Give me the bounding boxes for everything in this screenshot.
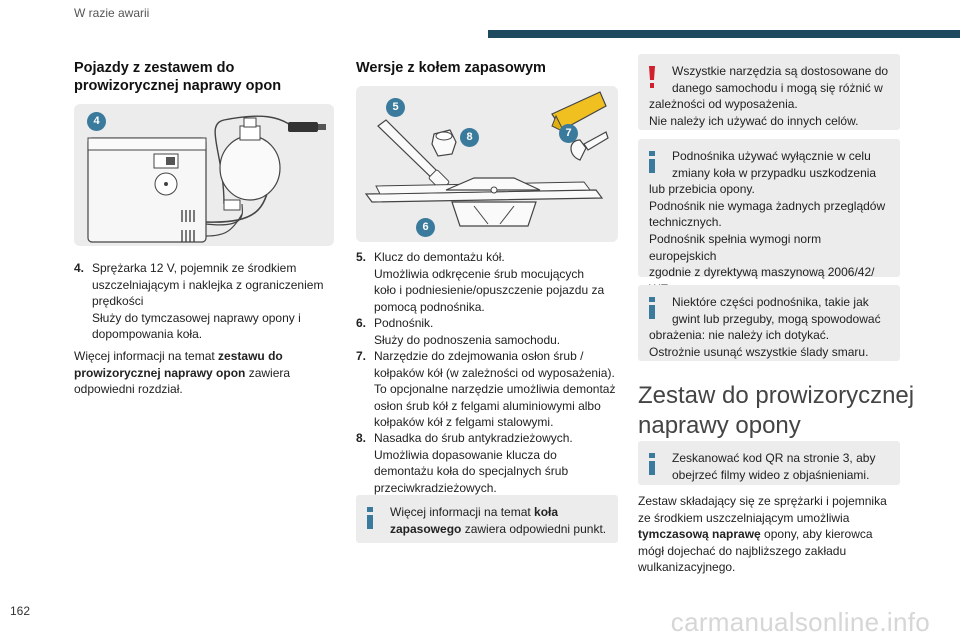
item-5-line-2: Umożliwia odkręcenie śrub mocujących xyxy=(374,266,585,281)
jack-info-line-1: Podnośnika używać wyłącznie w celu xyxy=(672,149,871,163)
figure-badge-5: 5 xyxy=(386,98,405,117)
section-title-line-1: Zestaw do prowizorycznej xyxy=(638,382,915,409)
info-icon xyxy=(367,507,373,529)
note-l2-bold: zapasowego xyxy=(390,521,462,536)
jack-caution-line-3: obrażenia: nie należy ich dotykać. xyxy=(649,328,830,343)
figure-badge-4: 4 xyxy=(87,112,106,131)
left-para-l1-pre: Więcej informacji na temat xyxy=(74,349,219,363)
jack-info-line-5: technicznych. xyxy=(649,215,722,230)
left-para-l1-bold: zestawu do xyxy=(218,349,283,363)
list-item-6: 6. Podnośnik. Służy do podnoszenia samoc… xyxy=(356,315,622,348)
figure-badge-8: 8 xyxy=(460,128,479,147)
right-para-l3-post: opony, aby kierowca xyxy=(760,527,873,542)
item-5-line-4: pomocą podnośnika. xyxy=(374,299,485,314)
warning-box: Wszystkie narzędzia są dostosowane do da… xyxy=(638,54,900,130)
spare-wheel-note: Więcej informacji na temat koła zapasowe… xyxy=(356,495,618,543)
right-para-l5: wulkanizacyjnego. xyxy=(638,560,736,575)
jack-info-line-3: lub przebicia opony. xyxy=(649,182,755,197)
item-number: 7. xyxy=(356,349,367,363)
qr-info-line-2: obejrzeć filmy wideo z objaśnieniami. xyxy=(672,467,870,482)
item-8-line-1: Nasadka do śrub antykradzieżowych. xyxy=(374,431,573,445)
running-header: W razie awarii xyxy=(74,6,150,20)
item-8-line-3: demontażu koła do specjalnych śrub xyxy=(374,464,569,479)
jack-info-line-7: zgodnie z dyrektywą maszynową 2006/42/ xyxy=(649,265,875,280)
info-icon xyxy=(649,453,655,475)
page-number: 162 xyxy=(10,604,31,618)
note-l1-bold: koła xyxy=(534,505,559,519)
item-6-line-2: Służy do podnoszenia samochodu. xyxy=(374,332,561,347)
jack-info-box: Podnośnika używać wyłącznie w celu zmian… xyxy=(638,139,900,296)
warning-line-3: zależności od wyposażenia. xyxy=(649,97,798,112)
jack-info-line-2: zmiany koła w przypadku uszkodzenia xyxy=(672,165,877,180)
right-paragraph: Zestaw składający się ze sprężarki i poj… xyxy=(638,493,908,576)
warning-line-1: Wszystkie narzędzia są dostosowane do xyxy=(672,64,889,78)
section-title: Zestaw do prowizorycznej naprawy opony xyxy=(638,381,928,441)
list-item-4: 4. Sprężarka 12 V, pojemnik ze środkiem … xyxy=(74,260,344,343)
info-icon xyxy=(649,297,655,319)
item-number: 8. xyxy=(356,431,367,445)
item-7-line-5: kołpaków kół z felgami stalowymi. xyxy=(374,415,554,430)
item-7-line-1: Narzędzie do zdejmowania osłon śrub / xyxy=(374,349,584,363)
jack-info-line-4: Podnośnik nie wymaga żadnych przeglądów xyxy=(649,198,886,213)
left-para-l3: odpowiedni rozdział. xyxy=(74,382,183,397)
jack-caution-line-4: Ostrożnie usunąć wszystkie ślady smaru. xyxy=(649,344,869,359)
item-5-line-1: Klucz do demontażu kół. xyxy=(374,250,505,264)
left-heading: Pojazdy z zestawem do prowizorycznej nap… xyxy=(74,59,281,95)
item-4-line-5: dopompowania koła. xyxy=(92,327,203,342)
jack-caution-line-1: Niektóre części podnośnika, takie jak xyxy=(672,295,869,309)
jack-caution-line-2: gwint lub przeguby, mogą spowodować xyxy=(672,311,881,326)
right-para-l3-bold: tymczasową naprawę xyxy=(638,527,761,542)
right-para-l2: ze środkiem uszczelniającym umożliwia xyxy=(638,510,850,525)
left-heading-line-2: prowizorycznej naprawy opon xyxy=(74,78,282,94)
item-6-line-1: Podnośnik. xyxy=(374,316,434,330)
left-para-l2-post: zawiera xyxy=(245,365,291,380)
watermark: carmanualsonline.info xyxy=(670,607,930,637)
figure-badge-6: 6 xyxy=(416,218,435,237)
item-8-line-4: przeciwkradzieżowych. xyxy=(374,480,497,495)
right-para-l4: mógł dojechać do najbliższego zakładu xyxy=(638,543,847,558)
item-7-line-3: To opcjonalne narzędzie umożliwia demont… xyxy=(374,382,616,397)
tools-illustration xyxy=(364,91,609,227)
left-heading-line-1: Pojazdy z zestawem do xyxy=(74,60,235,76)
compressor-figure: 4 xyxy=(74,104,334,246)
note-l2-post: zawiera odpowiedni punkt. xyxy=(461,521,607,536)
item-8-line-2: Umożliwia dopasowanie klucza do xyxy=(374,447,557,462)
item-7-line-4: osłon śrub kół z felgami aluminiowymi al… xyxy=(374,398,601,413)
left-paragraph: Więcej informacji na temat zestawu do pr… xyxy=(74,348,344,398)
jack-caution-box: Niektóre części podnośnika, takie jak gw… xyxy=(638,285,900,361)
item-4-line-4: Służy do tymczasowej naprawy opony i xyxy=(92,310,301,325)
middle-heading: Wersje z kołem zapasowym xyxy=(356,60,546,76)
header-accent-bar xyxy=(488,30,960,38)
note-l1-pre: Więcej informacji na temat xyxy=(390,505,535,519)
item-4-line-2: uszczelniającym i naklejka z ograniczeni… xyxy=(92,277,324,292)
section-title-line-2: naprawy opony xyxy=(638,412,801,439)
warning-icon xyxy=(649,66,655,88)
tools-figure: 5 6 7 8 xyxy=(356,86,618,242)
item-4-line-3: prędkości xyxy=(92,294,144,309)
left-para-l2-bold: prowizorycznej naprawy opon xyxy=(74,365,246,380)
right-para-l1: Zestaw składający się ze sprężarki i poj… xyxy=(638,494,887,508)
list-item-7: 7. Narzędzie do zdejmowania osłon śrub /… xyxy=(356,348,622,431)
item-4-line-1: Sprężarka 12 V, pojemnik ze środkiem xyxy=(92,261,297,275)
list-item-5: 5. Klucz do demontażu kół. Umożliwia odk… xyxy=(356,249,622,315)
item-number: 6. xyxy=(356,316,367,330)
item-number: 5. xyxy=(356,250,367,264)
compressor-illustration xyxy=(87,115,326,243)
jack-info-line-6: Podnośnik spełnia wymogi norm europejski… xyxy=(649,231,822,263)
qr-info-line-1: Zeskanować kod QR na stronie 3, aby xyxy=(672,451,876,465)
item-7-line-2: kołpaków kół (w zależności od wyposażeni… xyxy=(374,365,615,380)
list-item-8: 8. Nasadka do śrub antykradzieżowych. Um… xyxy=(356,430,622,496)
warning-line-2: danego samochodu i mogą się różnić w xyxy=(672,80,883,95)
info-icon xyxy=(649,151,655,173)
qr-info-box: Zeskanować kod QR na stronie 3, aby obej… xyxy=(638,441,900,485)
item-number: 4. xyxy=(74,261,85,275)
warning-line-4: Nie należy ich używać do innych celów. xyxy=(649,113,859,128)
figure-badge-7: 7 xyxy=(559,124,578,143)
item-5-line-3: koło i podniesienie/opuszczenie pojazdu … xyxy=(374,283,605,298)
